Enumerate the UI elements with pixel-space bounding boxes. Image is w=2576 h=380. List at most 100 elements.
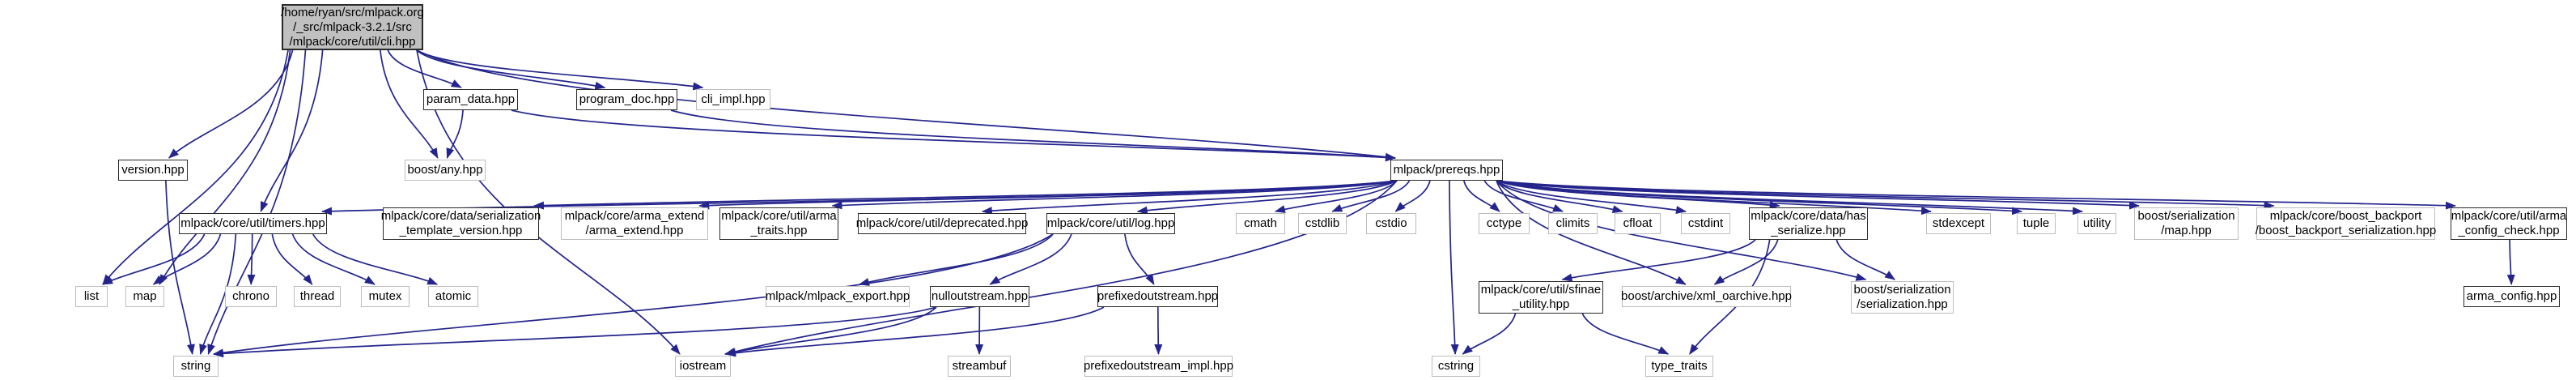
include-edge-prereqs-to-deprecated — [981, 180, 1398, 216]
graph-node-timers[interactable]: mlpack/core/util/timers.hpp — [179, 213, 327, 234]
graph-node-string: string — [173, 356, 219, 377]
include-edge-has_serialize-to-type_traits — [1689, 239, 1771, 355]
graph-node-cfloat: cfloat — [1615, 213, 1661, 234]
include-edge-timers-to-string — [199, 233, 237, 355]
node-label-line: boost/serialization — [2137, 209, 2235, 223]
graph-node-iostream: iostream — [675, 356, 731, 377]
include-edge-prereqs-to-cmath — [1274, 180, 1398, 213]
include-edge-prereqs-to-utility — [1496, 180, 2083, 216]
include-edge-prereqs-to-xml_oarchive — [1496, 180, 1687, 285]
include-edge-cli-to-boost_any — [380, 49, 439, 159]
node-label-line: atomic — [435, 289, 472, 303]
node-label-line: mlpack/core/util/log.hpp — [1046, 216, 1175, 230]
include-edge-prereqs-to-arma_traits — [831, 180, 1398, 210]
include-edge-timers-to-thread — [271, 233, 313, 285]
graph-node-utility: utility — [2077, 213, 2116, 234]
node-label-line: /home/ryan/src/mlpack.org — [281, 5, 424, 19]
node-label-line: prefixedoutstream_impl.hpp — [1083, 359, 1234, 373]
node-label-line: thread — [299, 289, 335, 303]
graph-node-climits: climits — [1548, 213, 1598, 234]
include-edge-prefixedoutstream-to-iostream — [725, 306, 1105, 357]
graph-node-prefix_impl: prefixedoutstream_impl.hpp — [1084, 356, 1233, 377]
graph-node-cstring: cstring — [1432, 356, 1480, 377]
node-label-line: cstdint — [1687, 216, 1724, 230]
node-label-line: /arma_extend.hpp — [585, 224, 684, 237]
graph-node-param_data[interactable]: param_data.hpp — [423, 89, 518, 110]
include-edge-has_serialize-to-sfinae — [1561, 239, 1756, 282]
node-label-line: string — [180, 359, 211, 373]
include-edge-timers-to-map — [152, 233, 222, 285]
graph-node-arma_traits[interactable]: mlpack/core/util/arma_traits.hpp — [719, 207, 838, 240]
node-label-line: boost/any.hpp — [407, 163, 483, 177]
include-edge-sfinae-to-type_traits — [1581, 313, 1670, 355]
graph-node-boost_ser_map: boost/serialization/map.hpp — [2134, 207, 2239, 240]
graph-node-stdexcept: stdexcept — [1926, 213, 1991, 234]
node-label-line: climits — [1555, 216, 1590, 230]
graph-node-arma_config_check[interactable]: mlpack/core/util/arma_config_check.hpp — [2451, 207, 2567, 240]
node-label-line: mlpack/mlpack_export.hpp — [765, 289, 910, 303]
graph-node-has_serialize[interactable]: mlpack/core/data/has_serialize.hpp — [1749, 207, 1868, 240]
include-edge-prereqs-to-arma_extend — [698, 180, 1398, 210]
include-edge-param_data-to-boost_any — [446, 109, 464, 159]
include-edge-prereqs-to-cstring — [1449, 180, 1459, 355]
node-label-line: program_doc.hpp — [579, 92, 675, 106]
graph-node-nulloutstream[interactable]: nulloutstream.hpp — [930, 286, 1029, 307]
include-edge-cli-to-cli_impl — [416, 49, 704, 91]
graph-node-log[interactable]: mlpack/core/util/log.hpp — [1046, 213, 1175, 234]
graph-node-list: list — [75, 286, 108, 307]
node-label-line: list — [83, 289, 100, 303]
include-edge-log-to-nulloutstream — [989, 233, 1072, 285]
node-label-line: nulloutstream.hpp — [931, 289, 1029, 303]
graph-node-cli_impl: cli_impl.hpp — [696, 89, 770, 110]
node-label-line: streambuf — [952, 359, 1007, 373]
include-edge-cli-to-list — [102, 49, 289, 285]
graph-node-mlpack_export: mlpack/mlpack_export.hpp — [766, 286, 910, 307]
node-label-line: /_src/mlpack-3.2.1/src — [293, 19, 412, 34]
graph-node-program_doc[interactable]: program_doc.hpp — [576, 89, 677, 110]
node-label-line: cmath — [1244, 216, 1277, 230]
include-edge-sfinae-to-cstring — [1462, 313, 1517, 355]
node-label-line: chrono — [232, 289, 269, 303]
node-label-line: tuple — [2022, 216, 2050, 230]
graph-node-mutex: mutex — [361, 286, 410, 307]
graph-node-atomic: atomic — [428, 286, 478, 307]
node-label-line: mlpack/core/util/arma — [721, 209, 837, 223]
graph-node-chrono: chrono — [225, 286, 277, 307]
graph-node-cstdint: cstdint — [1681, 213, 1730, 234]
node-label-line: _template_version.hpp — [399, 224, 523, 237]
include-edge-cli-to-timers — [260, 49, 324, 212]
graph-node-ser_tmpl_ver[interactable]: mlpack/core/data/serialization_template_… — [381, 207, 541, 240]
include-edge-cli-to-program_doc — [416, 49, 606, 90]
graph-node-prefixedoutstream[interactable]: prefixedoutstream.hpp — [1097, 286, 1218, 307]
graph-node-tuple: tuple — [2017, 213, 2056, 234]
include-edge-cli-to-prereqs — [416, 49, 1396, 161]
graph-node-cmath: cmath — [1236, 213, 1285, 234]
graph-node-map: map — [125, 286, 164, 307]
include-edge-prereqs-to-cfloat — [1496, 180, 1623, 214]
node-label-line: mlpack/core/util/sfinae — [1480, 283, 1602, 297]
include-edge-prereqs-to-cstdint — [1496, 180, 1687, 215]
node-label-line: iostream — [679, 359, 727, 373]
graph-node-cstdlib: cstdlib — [1298, 213, 1347, 234]
node-label-line: arma_config.hpp — [2466, 289, 2557, 303]
graph-node-type_traits: type_traits — [1645, 356, 1713, 377]
graph-node-cstdio: cstdio — [1366, 213, 1416, 234]
graph-node-deprecated[interactable]: mlpack/core/util/deprecated.hpp — [855, 213, 1029, 234]
node-label-line: version.hpp — [121, 163, 185, 177]
node-label-line: mlpack/prereqs.hpp — [1393, 163, 1500, 177]
node-label-line: mlpack/core/boost_backport — [2269, 209, 2422, 223]
include-edge-prereqs-to-boost_ser_ser — [1496, 180, 1867, 281]
graph-node-cctype: cctype — [1479, 213, 1530, 234]
include-edge-arma_config_check-to-arma_config — [2506, 239, 2515, 285]
graph-node-prereqs[interactable]: mlpack/prereqs.hpp — [1390, 160, 1503, 181]
graph-node-arma_config[interactable]: arma_config.hpp — [2464, 286, 2560, 307]
node-label-line: mlpack/core/util/deprecated.hpp — [855, 216, 1029, 230]
include-edge-prereqs-to-ser_tmpl_ver — [533, 180, 1398, 210]
node-label-line: /serialization.hpp — [1857, 297, 1948, 311]
node-label-line: stdexcept — [1932, 216, 1985, 230]
include-edge-cli-to-param_data — [387, 49, 462, 88]
graph-node-version[interactable]: version.hpp — [118, 160, 188, 181]
graph-node-cli[interactable]: /home/ryan/src/mlpack.org/_src/mlpack-3.… — [281, 4, 424, 50]
graph-node-sfinae[interactable]: mlpack/core/util/sfinae_utility.hpp — [1479, 281, 1603, 314]
